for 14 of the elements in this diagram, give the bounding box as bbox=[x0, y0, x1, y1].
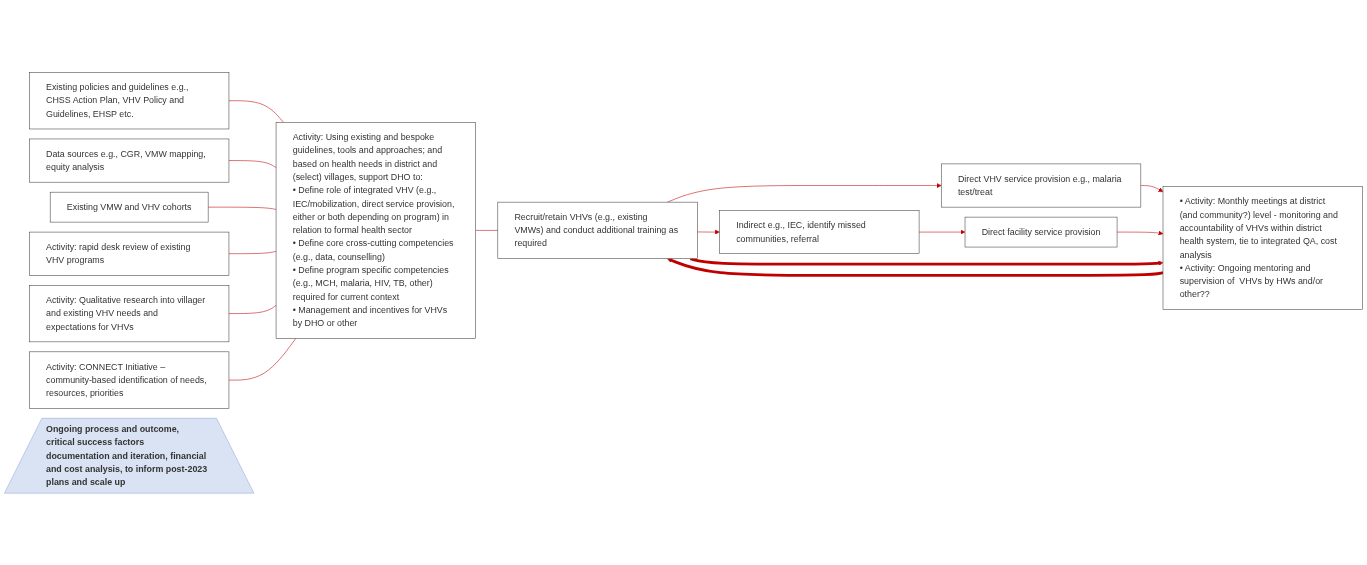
node-box: Activity: Qualitative research into villager and existing VHV needs and expectations for VHVs bbox=[29, 284, 230, 342]
node-box: Data sources e.g., CGR, VMW mapping, equity analysis bbox=[29, 138, 230, 183]
node-box: Direct VHV service provision e.g., malaria test/treat bbox=[941, 163, 1142, 208]
node-box: • Activity: Monthly meetings at district (and community?) level - monitoring and accountability of VHVs within district health system, tie to integrated QA, cost analysis • Activity: Ongoing mentoring and supervision of VHVs by HWs and/or other?? bbox=[1162, 186, 1363, 310]
node-box: Recruit/retain VHVs (e.g., existing VMWs) and conduct additional training as required bbox=[497, 201, 698, 259]
node-box: Indirect e.g., IEC, identify missed communities, referral bbox=[719, 209, 920, 254]
node-box: Direct facility service provision bbox=[964, 216, 1118, 247]
node-box: Activity: Using existing and bespoke guidelines, tools and approaches; and based on health needs in district and (select) villages, support DHO to: • Define role of integrated VHV (e.g., IEC/mobilization, direct service provision, either or both depending on program) in relation to formal health sector • Define core cross-cutting competencies (e.g., data, counselling) • Define program specific competencies (e.g., MCH, malaria, HIV, TB, other) required for current context • Management and incentives for VHVs by DHO or other bbox=[275, 121, 476, 339]
arrow bbox=[667, 257, 1164, 277]
node-box: Existing policies and guidelines e.g., CHSS Action Plan, VHV Policy and Guidelines, EHSP etc. bbox=[29, 71, 230, 129]
node-box: Existing VMW and VHV cohorts bbox=[49, 191, 209, 223]
arrow bbox=[689, 257, 1164, 266]
node-box: Activity: rapid desk review of existing VHV programs bbox=[29, 231, 230, 276]
node-box: Activity: CONNECT Initiative – community-based identification of needs, resources, priorities bbox=[29, 351, 230, 409]
